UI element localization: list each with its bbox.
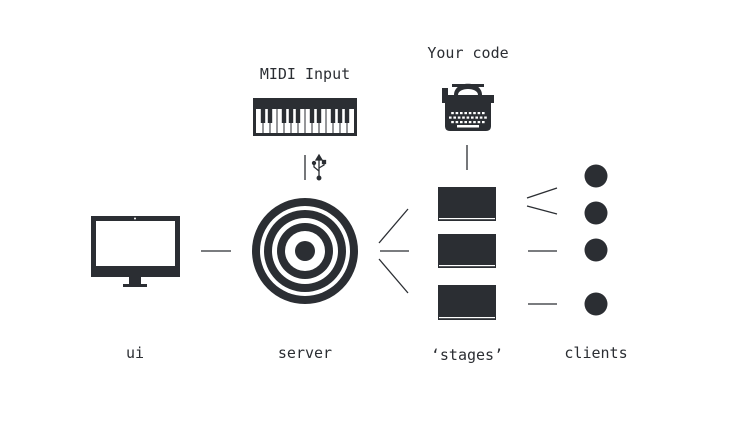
monitor-icon <box>91 216 180 287</box>
clients-label: clients <box>564 344 628 362</box>
piano-keyboard-icon <box>253 98 357 136</box>
server-label: server <box>277 344 333 362</box>
typewriter-icon <box>442 83 494 131</box>
server-stage1-connector <box>378 208 409 244</box>
stages-label: ‘stages’ <box>430 346 504 364</box>
stage-screen-2 <box>438 234 496 268</box>
stage-screen-1 <box>438 187 496 221</box>
client-dot-2 <box>584 201 608 225</box>
ui-label: ui <box>125 344 145 362</box>
client-dot-3 <box>584 238 608 262</box>
midi-input-label: MIDI Input <box>259 65 351 83</box>
connectors <box>201 145 558 305</box>
stage1-client2-connector <box>526 205 558 215</box>
target-icon <box>252 198 358 304</box>
stage-screen-3 <box>438 285 496 320</box>
client-dot-4 <box>584 292 608 316</box>
stage1-client1-connector <box>526 187 558 199</box>
your-code-label: Your code <box>427 44 509 62</box>
client-dot-1 <box>584 164 608 188</box>
server-stage3-connector <box>378 258 409 294</box>
usb-icon <box>311 153 327 181</box>
